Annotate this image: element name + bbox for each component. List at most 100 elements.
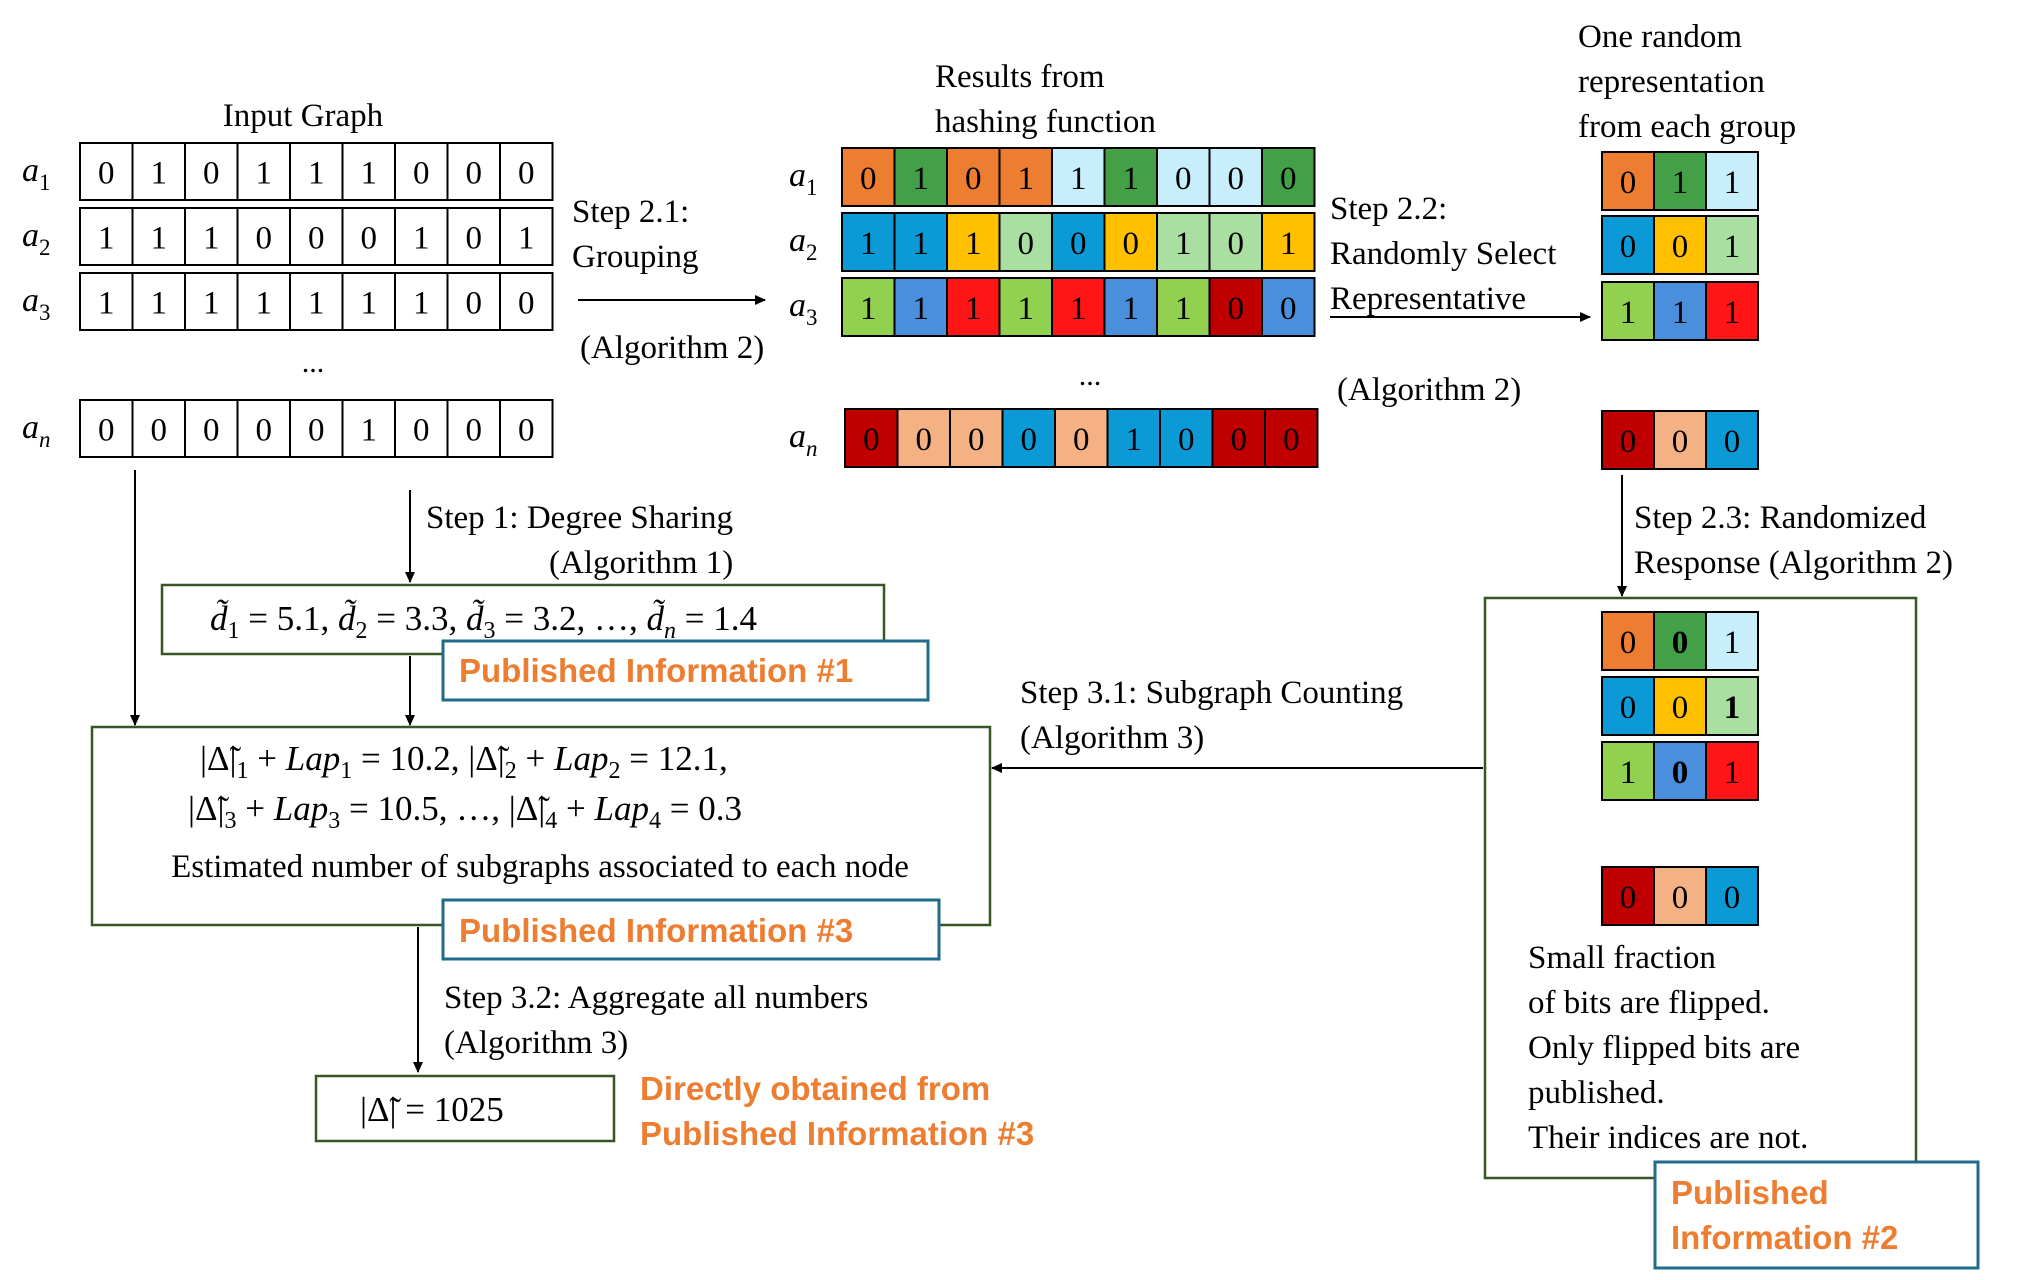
bit-cell <box>236 207 291 266</box>
bit-cell <box>446 207 501 266</box>
hash-row-label: a1 <box>789 157 818 200</box>
degree-value-1: 5.1 <box>277 599 321 638</box>
bit-value: 0 <box>1620 229 1637 265</box>
bit-value: 0 <box>518 286 535 322</box>
step21-alg: (Algorithm 2) <box>580 330 764 366</box>
bit-cell <box>1106 408 1161 468</box>
bit-value: 1 <box>308 286 325 322</box>
bit-cell <box>1261 277 1316 337</box>
bit-value: 0 <box>203 413 220 449</box>
bit-value: 1 <box>413 286 430 322</box>
bit-value: 0 <box>1672 229 1689 265</box>
bit-value: 0 <box>1620 625 1637 661</box>
bit-value: 1 <box>1724 229 1741 265</box>
bit-cell <box>1705 741 1759 801</box>
published-1-box <box>441 639 930 702</box>
bit-cell <box>289 207 344 266</box>
bit-value: 1 <box>1070 291 1087 327</box>
bit-cell <box>499 142 554 201</box>
hashing-ellipsis: ... <box>1079 359 1102 392</box>
bit-value: 1 <box>256 286 273 322</box>
bit-value: 0 <box>466 286 483 322</box>
bit-value: 1 <box>203 221 220 257</box>
bit-cell <box>998 212 1053 272</box>
bit-value: 1 <box>308 156 325 192</box>
bit-value: 1 <box>1280 226 1297 262</box>
bit-cell <box>1601 676 1655 736</box>
bit-value: 1 <box>965 291 982 327</box>
bit-cell <box>1653 866 1707 926</box>
bit-cell <box>1705 676 1759 736</box>
bit-cell <box>1208 212 1263 272</box>
bit-cell <box>394 272 449 331</box>
bit-value: 0 <box>466 413 483 449</box>
total-formula: |Δ̃| = 1025 <box>360 1090 504 1129</box>
bit-value: 0 <box>1672 690 1689 726</box>
bit-cell <box>1054 408 1109 468</box>
bit-cell <box>79 142 134 201</box>
bit-value: 1 <box>1724 295 1741 331</box>
bit-cell <box>946 277 1001 337</box>
step32-line1: Step 3.2: Aggregate all numbers <box>444 980 868 1016</box>
bit-cell <box>1208 277 1263 337</box>
bit-cell <box>1705 611 1759 671</box>
bit-cell <box>499 207 554 266</box>
bit-cell <box>998 147 1053 207</box>
randomized-note-line: published. <box>1528 1075 1665 1111</box>
bit-value: 1 <box>361 413 378 449</box>
bit-value: 0 <box>1123 226 1140 262</box>
bit-value: 1 <box>203 286 220 322</box>
hashing-title-line1: Results from <box>935 59 1105 95</box>
input-graph-ellipsis: ... <box>302 346 325 379</box>
bit-cell <box>844 408 899 468</box>
bit-value: 1 <box>361 286 378 322</box>
bit-value: 0 <box>413 413 430 449</box>
bit-cell <box>1264 408 1319 468</box>
bit-value: 1 <box>1620 755 1637 791</box>
bit-cell <box>1705 866 1759 926</box>
bit-value: 0 <box>860 161 877 197</box>
step31-line2: (Algorithm 3) <box>1020 720 1204 756</box>
bit-cell <box>841 277 896 337</box>
bit-value: 1 <box>1018 291 1035 327</box>
bit-value: 1 <box>1724 690 1741 726</box>
bit-value: 0 <box>361 221 378 257</box>
step32-line2: (Algorithm 3) <box>444 1025 628 1061</box>
bit-value: 1 <box>1724 165 1741 201</box>
bit-cell <box>79 207 134 266</box>
bit-cell <box>1001 408 1056 468</box>
bit-cell <box>1705 281 1759 341</box>
step22-alg: (Algorithm 2) <box>1337 372 1521 408</box>
step21-line2: Grouping <box>572 239 699 275</box>
bit-cell <box>394 142 449 201</box>
bit-value: 0 <box>1620 424 1637 460</box>
bit-cell <box>1601 866 1655 926</box>
step22-line3: Representative <box>1330 281 1526 317</box>
hash-row-label: a3 <box>789 287 818 330</box>
bit-cell <box>1051 277 1106 337</box>
bit-value: 0 <box>1672 880 1689 916</box>
subgraph-value-3: 10.5 <box>378 789 439 828</box>
subgraph-formula-line1: |Δ̃|1 + Lap1 = 10.2, |Δ̃|2 + Lap2 = 12.1… <box>200 739 728 784</box>
bit-value: 1 <box>1175 226 1192 262</box>
bit-value: 0 <box>466 221 483 257</box>
bit-value: 1 <box>1123 161 1140 197</box>
bit-cell <box>1653 151 1707 211</box>
bit-value: 1 <box>860 291 877 327</box>
bit-cell <box>1601 151 1655 211</box>
bit-cell <box>131 142 186 201</box>
total-value: 1025 <box>434 1090 504 1129</box>
total-box <box>314 1074 616 1143</box>
bit-value: 0 <box>518 156 535 192</box>
bit-value: 1 <box>1123 291 1140 327</box>
bit-value: 1 <box>913 291 930 327</box>
bit-value: 0 <box>1175 161 1192 197</box>
bit-cell <box>949 408 1004 468</box>
